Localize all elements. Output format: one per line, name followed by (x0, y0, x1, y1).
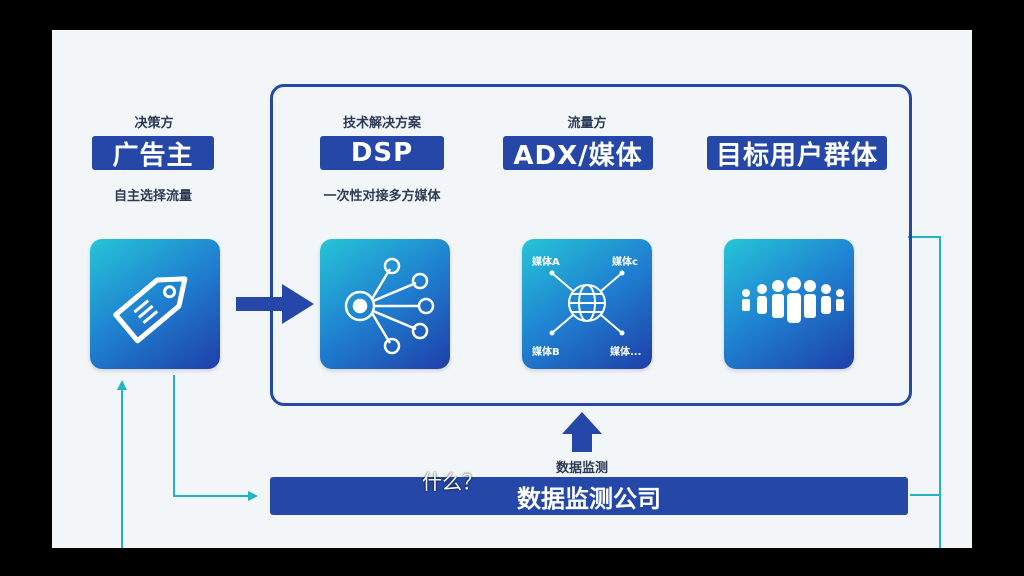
monitoring-up-arrow (562, 412, 602, 452)
media-more-label: 媒体... (610, 347, 642, 358)
monitoring-company-label: 数据监测公司 (517, 484, 661, 513)
platform-frame (270, 84, 912, 406)
advertiser-tile (90, 239, 220, 369)
tag-icon (113, 276, 188, 344)
adx-title: ADX/媒体 (503, 136, 653, 171)
advertiser-desc: 自主选择流量 (113, 189, 192, 204)
media-b-label: 媒体B (532, 347, 560, 358)
connector-layer (117, 236, 941, 548)
advertiser-to-monitor-arrowhead (248, 491, 258, 501)
media-a-label: 媒体A (532, 257, 560, 268)
audience-title: 目标用户群体 (707, 136, 887, 171)
advertiser-to-monitor-line (173, 375, 250, 497)
dsp-desc: 一次性对接多方媒体 (323, 189, 441, 204)
monitoring-company-bar: 数据监测公司 (270, 477, 908, 515)
advertiser-role: 决策方 (134, 116, 174, 131)
people-group-icon (742, 277, 844, 323)
video-subtitle: 什么？ (422, 470, 482, 494)
monitoring-arrow-label: 数据监测 (555, 461, 608, 476)
feedback-arrowhead (117, 380, 127, 390)
flow-arrow (236, 284, 314, 324)
adx-tile: 媒体A 媒体c 媒体B 媒体... (522, 239, 652, 369)
media-c-label: 媒体c (612, 257, 638, 268)
adx-role: 流量方 (567, 116, 607, 131)
diagram-canvas: 决策方 广告主 自主选择流量 技术解决方案 DSP 一次性对接多方媒体 (52, 30, 972, 548)
dsp-title: DSP (320, 136, 444, 170)
advertiser-title: 广告主 (92, 136, 214, 171)
dsp-tile (320, 239, 450, 369)
dsp-role: 技术解决方案 (342, 116, 421, 131)
globe-icon (549, 270, 625, 336)
right-loop-line (908, 236, 941, 496)
network-hub-icon (344, 257, 435, 355)
audience-tile (724, 239, 854, 369)
